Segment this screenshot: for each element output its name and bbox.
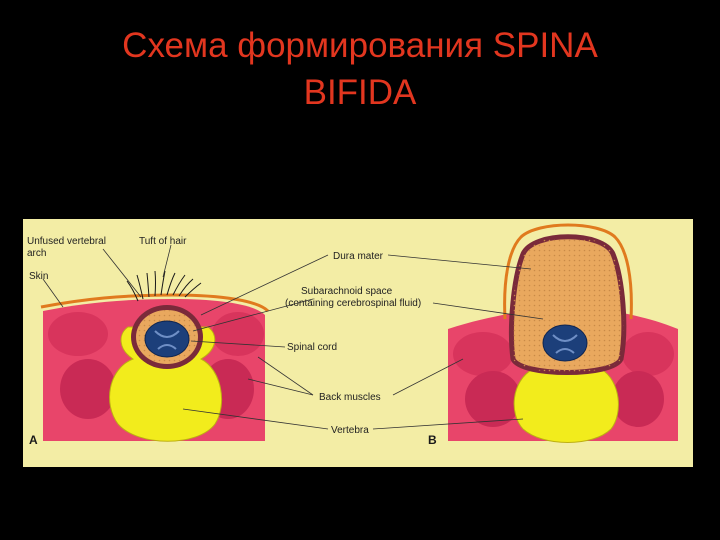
label-back-muscles: Back muscles: [319, 392, 381, 403]
grey-matter-a: [154, 330, 180, 350]
figure-svg: Unfused vertebral arch Skin Tuft of hair…: [23, 219, 693, 467]
panel-label-a: A: [29, 433, 38, 447]
title-line-1: Схема формирования SPINA: [122, 26, 598, 65]
muscle-bundle-b3: [465, 371, 521, 427]
csf-dots-b: [511, 236, 624, 373]
skin-layer-b: [503, 223, 633, 320]
muscle-bundle-b4: [612, 371, 664, 427]
panel-b: [448, 223, 678, 443]
label-spinal-cord: Spinal cord: [287, 342, 337, 353]
spina-bifida-figure: Unfused vertebral arch Skin Tuft of hair…: [23, 219, 693, 467]
label-tuft-of-hair: Tuft of hair: [139, 236, 187, 247]
title-line-2: BIFIDA: [303, 73, 417, 112]
skin-layer-a: [40, 293, 270, 313]
spinal-cord-b: [542, 324, 588, 362]
panel-label-b: B: [428, 433, 437, 447]
muscle-bundle-b2: [622, 332, 674, 376]
slide-title: Схема формирования SPINA BIFIDA: [0, 22, 720, 116]
muscle-bundle-a1: [48, 312, 108, 356]
tuft-of-hair: [126, 270, 202, 302]
label-dura-mater: Dura mater: [333, 251, 384, 262]
grey-matter-b: [552, 334, 578, 354]
label-unfused-arch-1: Unfused vertebral: [27, 236, 106, 247]
leader-lines: [42, 244, 544, 430]
label-subarachnoid-2: (containing cerebrospinal fluid): [285, 298, 421, 309]
muscle-bundle-a3: [60, 359, 116, 419]
panel-a: [40, 270, 270, 442]
label-subarachnoid-1: Subarachnoid space: [301, 286, 393, 297]
label-unfused-arch-2: arch: [27, 248, 46, 259]
label-skin: Skin: [29, 271, 48, 282]
spinal-cord-a: [144, 320, 190, 358]
muscle-bundle-b1: [453, 332, 513, 376]
label-vertebra: Vertebra: [331, 425, 369, 436]
